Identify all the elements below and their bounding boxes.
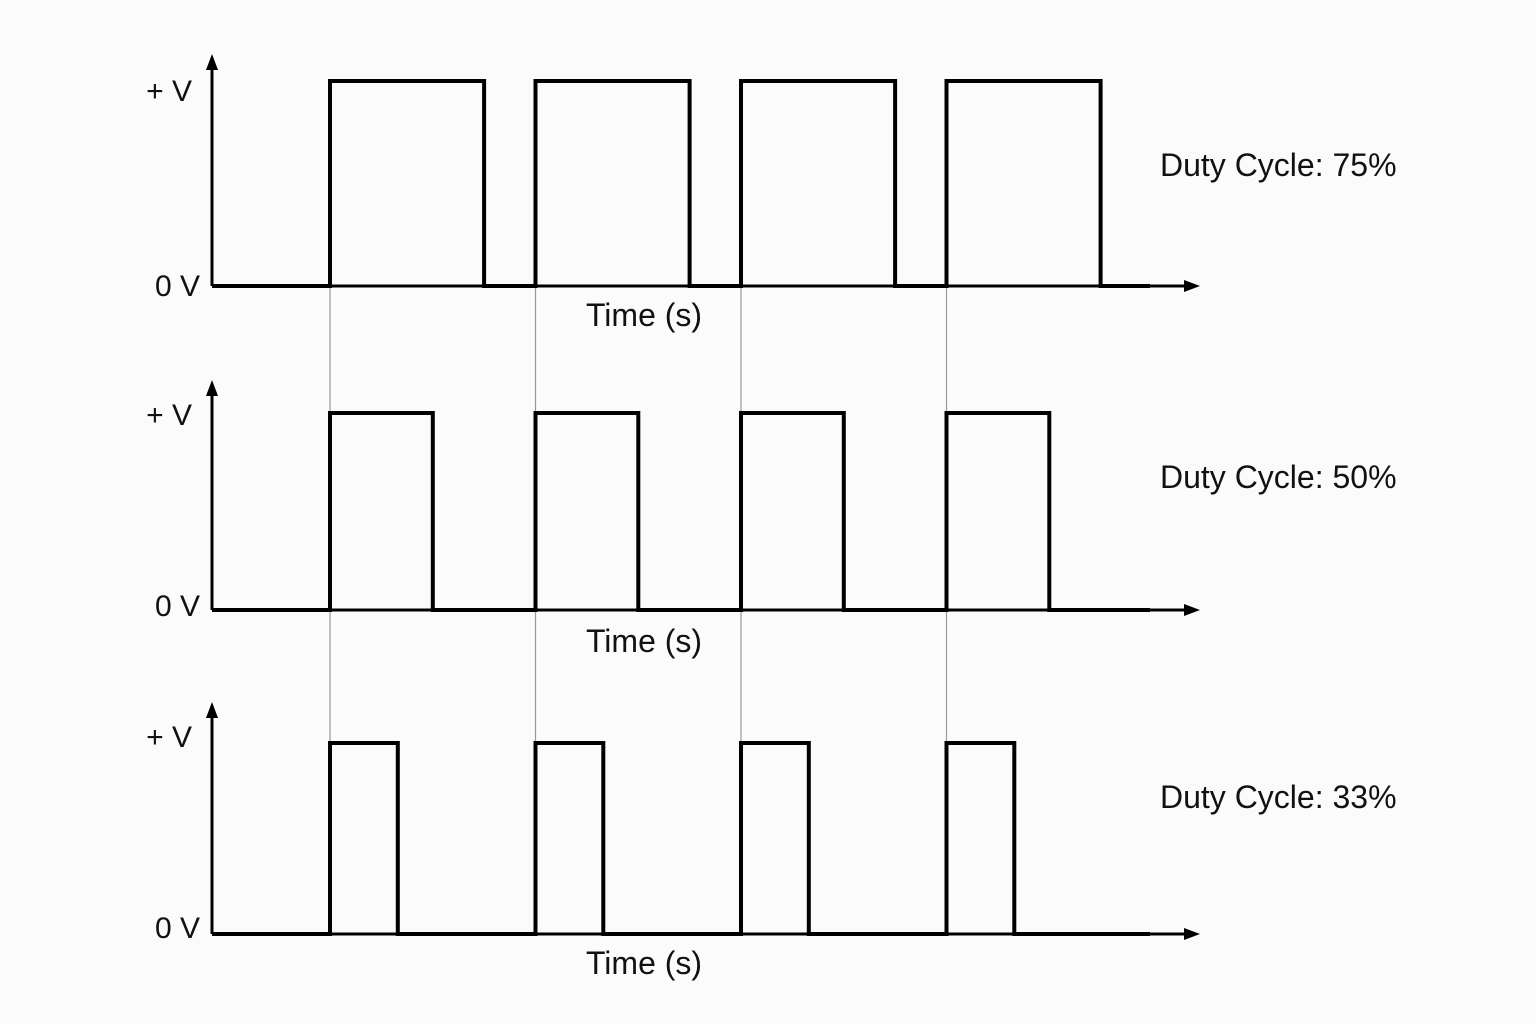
x-axis-label-3: Time (s) (586, 945, 702, 981)
square-wave-33 (212, 741, 1150, 936)
square-wave-75 (212, 79, 1150, 288)
waveform-panel-2: + V 0 V Time (s) Duty Cycle: 50% (146, 380, 1397, 659)
y-low-label-1: 0 V (155, 270, 200, 303)
y-axis-arrow-3 (206, 702, 218, 718)
x-axis-arrow-1 (1184, 280, 1200, 292)
x-axis-arrow-3 (1184, 928, 1200, 940)
duty-cycle-label-2: Duty Cycle: 50% (1160, 459, 1397, 495)
x-axis-label-2: Time (s) (586, 623, 702, 659)
y-low-label-3: 0 V (155, 912, 200, 945)
y-high-label-1: + V (146, 75, 192, 108)
y-axis-arrow-1 (206, 54, 218, 70)
x-axis-label-1: Time (s) (586, 297, 702, 333)
duty-cycle-label-1: Duty Cycle: 75% (1160, 147, 1397, 183)
y-axis-arrow-2 (206, 380, 218, 396)
square-wave-50 (212, 411, 1150, 612)
duty-cycle-label-3: Duty Cycle: 33% (1160, 779, 1397, 815)
y-high-label-2: + V (146, 399, 192, 432)
waveform-panel-3: + V 0 V Time (s) Duty Cycle: 33% (146, 702, 1397, 981)
y-high-label-3: + V (146, 721, 192, 754)
y-low-label-2: 0 V (155, 590, 200, 623)
x-axis-arrow-2 (1184, 604, 1200, 616)
waveform-panel-1: + V 0 V Time (s) Duty Cycle: 75% (146, 54, 1397, 333)
